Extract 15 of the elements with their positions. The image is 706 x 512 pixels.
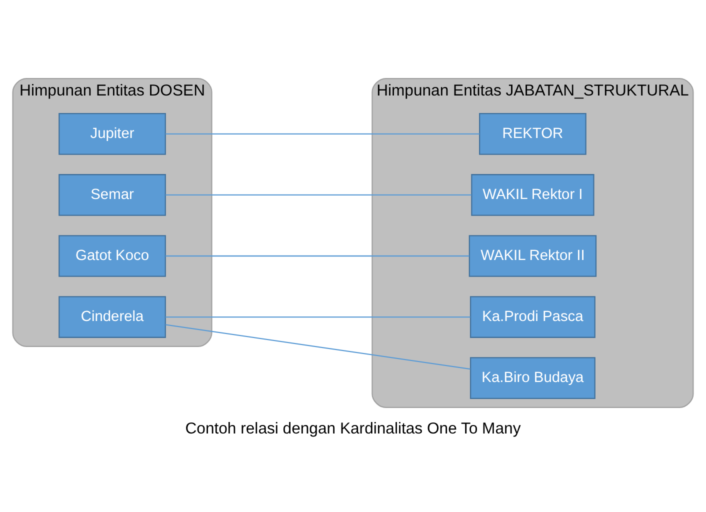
node-box: Ka.Prodi Pasca — [470, 296, 596, 338]
node-box: Cinderela — [58, 296, 166, 338]
node-box: WAKIL Rektor I — [471, 174, 594, 216]
node-box: REKTOR — [479, 113, 586, 155]
node-box: Jupiter — [58, 113, 166, 155]
connector — [166, 194, 472, 196]
caption: Contoh relasi dengan Kardinalitas One To Many — [185, 420, 521, 438]
connector — [166, 316, 470, 318]
connector — [165, 324, 470, 370]
connector — [166, 255, 470, 257]
node-box: Gatot Koco — [58, 235, 166, 277]
node-box: Semar — [58, 174, 166, 216]
connector — [166, 133, 480, 134]
node-box: WAKIL Rektor II — [468, 235, 597, 277]
node-box: Ka.Biro Budaya — [470, 357, 596, 399]
